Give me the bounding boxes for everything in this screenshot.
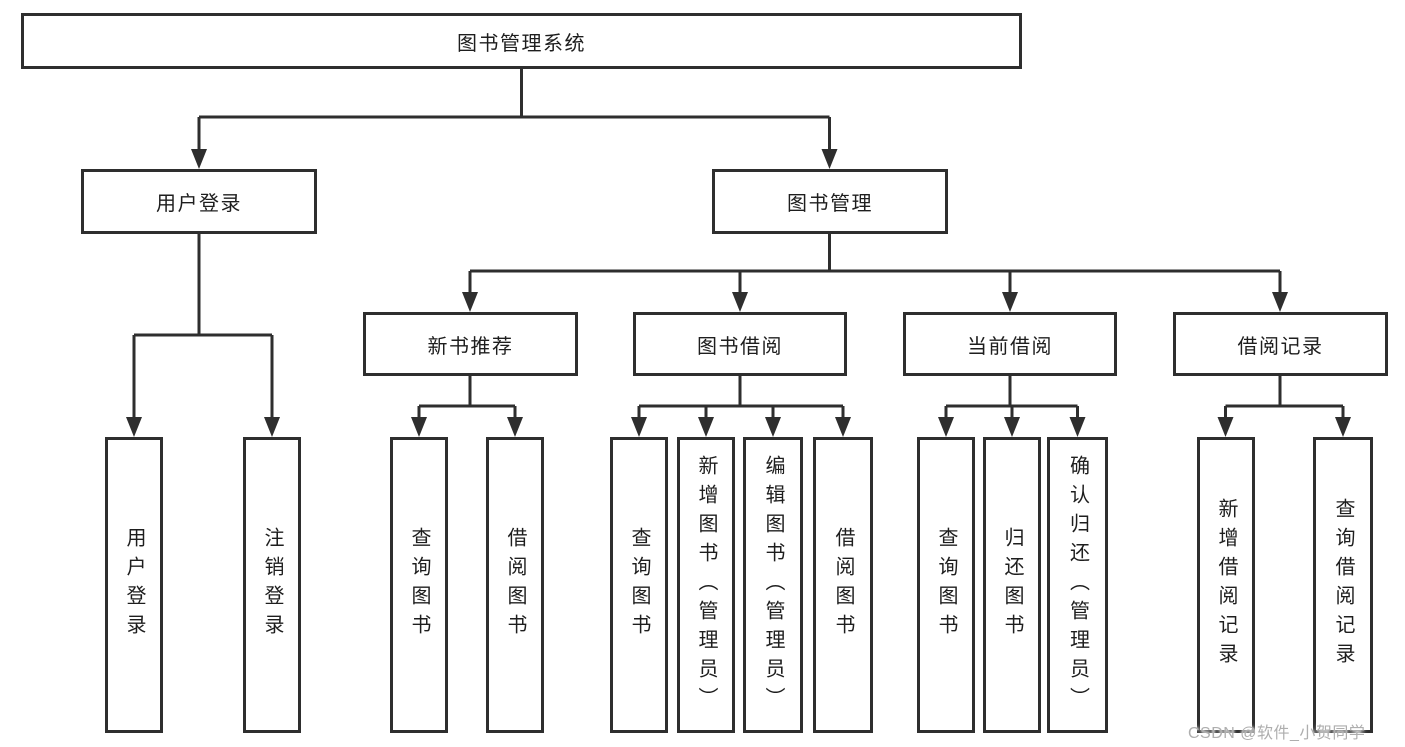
arrowhead — [732, 292, 748, 312]
node-label: 借阅记录 — [1237, 335, 1324, 358]
arrowhead — [765, 417, 781, 437]
arrowhead — [631, 417, 647, 437]
leaf-query-book-current: 查询图书 — [917, 437, 975, 733]
node-current-borrowing: 当前借阅 — [903, 312, 1117, 376]
arrowhead — [1335, 417, 1351, 437]
arrowhead — [1272, 292, 1288, 312]
leaf-confirm-return-admin: 确认归还（管理员） — [1047, 437, 1108, 733]
arrowhead — [1217, 417, 1234, 437]
connector-book-mgmt-to-level3 — [462, 233, 1288, 312]
leaf-add-borrow-record: 新增借阅记录 — [1197, 437, 1255, 733]
leaf-user-login: 用户登录 — [105, 437, 163, 733]
arrowhead — [1002, 292, 1018, 312]
arrowhead — [698, 417, 714, 437]
node-label: 图书管理系统 — [457, 32, 586, 55]
node-label: 查询图书 — [628, 527, 650, 643]
leaf-borrow-book-newrec: 借阅图书 — [486, 437, 544, 733]
connector-current-borrow-to-leaves — [938, 375, 1086, 437]
node-book-borrowing: 图书借阅 — [633, 312, 847, 376]
node-label: 查询图书 — [408, 527, 430, 643]
node-root-system: 图书管理系统 — [21, 13, 1022, 69]
leaf-query-book-borrowing: 查询图书 — [610, 437, 668, 733]
arrowhead — [821, 149, 838, 169]
node-label: 确认归还（管理员） — [1066, 454, 1089, 716]
leaf-borrow-book-borrowing: 借阅图书 — [813, 437, 873, 733]
node-label: 图书管理 — [787, 193, 873, 215]
node-label: 用户登录 — [156, 193, 242, 215]
node-label: 查询图书 — [935, 527, 957, 643]
node-borrowing-records: 借阅记录 — [1173, 312, 1388, 376]
leaf-query-book-newrec: 查询图书 — [390, 437, 448, 733]
arrowhead — [835, 417, 851, 437]
node-book-management: 图书管理 — [712, 169, 948, 234]
connector-new-book-rec-to-leaves — [411, 375, 523, 437]
csdn-watermark: CSDN @软件_小贺同学 — [1188, 725, 1366, 742]
leaf-edit-book-admin: 编辑图书（管理员） — [743, 437, 803, 733]
node-label: 查询借阅记录 — [1332, 498, 1354, 672]
node-user-login: 用户登录 — [81, 169, 317, 234]
node-label: 图书借阅 — [697, 335, 783, 358]
node-label: 新增借阅记录 — [1215, 498, 1237, 672]
node-label: 新书推荐 — [427, 335, 514, 358]
arrowhead — [411, 417, 427, 437]
leaf-add-book-admin: 新增图书（管理员） — [677, 437, 735, 733]
arrowhead — [126, 417, 142, 437]
node-label: 借阅图书 — [504, 527, 526, 643]
node-label: 当前借阅 — [967, 335, 1053, 358]
leaf-query-borrow-record: 查询借阅记录 — [1313, 437, 1373, 733]
arrowhead — [1069, 417, 1086, 437]
connector-user-login-to-leaves — [126, 233, 280, 437]
leaf-logout: 注销登录 — [243, 437, 301, 733]
arrowhead — [264, 417, 280, 437]
arrowhead — [507, 417, 523, 437]
node-new-book-recommend: 新书推荐 — [363, 312, 578, 376]
node-label: 借阅图书 — [832, 527, 854, 643]
connector-book-borrow-to-leaves — [631, 375, 851, 437]
node-label: 归还图书 — [1001, 527, 1023, 643]
node-label: 用户登录 — [123, 527, 145, 643]
connector-root-to-level2 — [191, 68, 838, 169]
connector-borrow-record-to-leaves — [1217, 375, 1351, 437]
arrowhead — [191, 149, 207, 169]
node-label: 新增图书（管理员） — [695, 454, 717, 716]
arrowhead — [462, 292, 478, 312]
leaf-return-book: 归还图书 — [983, 437, 1041, 733]
node-label: 注销登录 — [261, 527, 283, 643]
node-label: 编辑图书（管理员） — [762, 454, 784, 716]
arrowhead — [1004, 417, 1020, 437]
arrowhead — [938, 417, 954, 437]
